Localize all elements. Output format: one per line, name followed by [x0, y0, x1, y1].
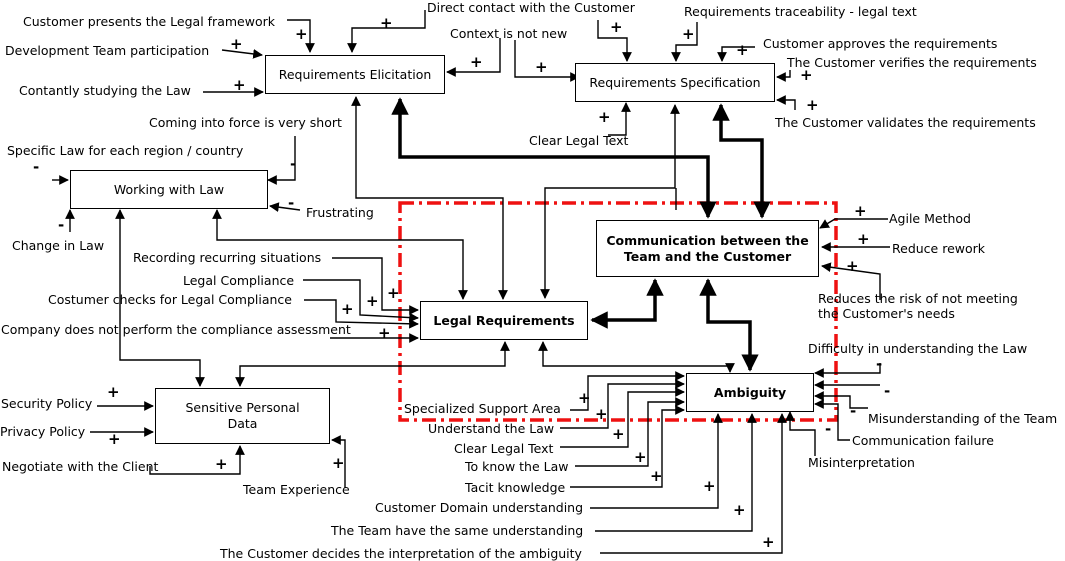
label-communication-failure: Communication failure	[852, 433, 994, 448]
sign-plus: +	[215, 455, 228, 473]
communication-box[interactable]: Communication between the Team and the C…	[596, 220, 819, 277]
label-customer-decides: The Customer decides the interpretation …	[220, 546, 582, 561]
label-development-team-participation: Development Team participation	[5, 43, 210, 58]
label-customer-domain: Customer Domain understanding	[375, 500, 584, 515]
label-customer-approves: Customer approves the requirements	[763, 36, 998, 51]
sign-plus: +	[341, 300, 354, 318]
sign-plus: +	[846, 257, 859, 275]
label-customer-presents-legal-framework: Customer presents the Legal framework	[23, 14, 275, 29]
label-clear-legal-text-amb: Clear Legal Text	[454, 441, 554, 456]
sign-plus: +	[366, 292, 379, 310]
ambiguity-box[interactable]: Ambiguity	[686, 373, 814, 412]
sign-minus: -	[33, 158, 40, 176]
sign-plus: +	[806, 96, 819, 114]
label-customer-verifies: The Customer verifies the requirements	[787, 55, 1037, 70]
label-team-same-understanding: The Team have the same understanding	[331, 523, 584, 538]
sign-plus: +	[736, 41, 749, 59]
bold-relations	[391, 97, 771, 372]
sign-minus: -	[290, 155, 297, 173]
label-reduces-risk: Reduces the risk of not meeting the Cust…	[818, 291, 1018, 321]
label-context-not-new: Context is not new	[450, 26, 568, 41]
label-clear-legal-text-spec: Clear Legal Text	[529, 133, 629, 148]
label-coming-into-force: Coming into force is very short	[149, 115, 342, 130]
label-negotiate-client: Negotiate with the Client	[2, 459, 159, 474]
sign-plus: +	[762, 533, 775, 551]
label-change-in-law: Change in Law	[12, 238, 105, 253]
sensitive-personal-data-box[interactable]: Sensitive Personal Data	[155, 388, 330, 444]
label-team-experience: Team Experience	[243, 482, 350, 497]
label-company-no-assessment: Company does not perform the compliance …	[1, 322, 351, 337]
label-specific-law-region: Specific Law for each region / country	[7, 143, 244, 158]
sign-minus: -	[884, 382, 891, 400]
working-with-law-box[interactable]: Working with Law	[70, 170, 268, 209]
sign-plus: +	[612, 425, 625, 443]
label-to-know-law: To know the Law	[465, 459, 569, 474]
sign-plus: +	[470, 53, 483, 71]
label-reduce-rework: Reduce rework	[892, 241, 986, 256]
label-frustrating: Frustrating	[306, 205, 374, 220]
sign-plus: +	[380, 14, 393, 32]
sign-plus: +	[578, 389, 591, 407]
sign-plus: +	[595, 405, 608, 423]
sign-plus: +	[857, 230, 870, 248]
sign-plus: +	[332, 454, 345, 472]
sign-plus: +	[610, 18, 623, 36]
legal-requirements-box[interactable]: Legal Requirements	[420, 301, 588, 340]
requirements-specification-box[interactable]: Requirements Specification	[575, 63, 775, 102]
label-tacit-knowledge: Tacit knowledge	[465, 480, 566, 495]
sign-plus: +	[733, 501, 746, 519]
sign-plus: +	[634, 448, 647, 466]
sign-plus: +	[233, 76, 246, 94]
label-understand-law: Understand the Law	[428, 421, 555, 436]
label-specialized-support: Specialized Support Area	[404, 401, 561, 416]
label-customer-validates: The Customer validates the requirements	[775, 115, 1036, 130]
sign-plus: +	[378, 324, 391, 342]
sign-plus: +	[682, 25, 695, 43]
label-misunderstanding-team: Misunderstanding of the Team	[868, 411, 1058, 426]
sign-minus: -	[876, 355, 883, 373]
sign-minus: -	[58, 216, 65, 234]
sign-minus: -	[288, 194, 295, 212]
label-legal-compliance: Legal Compliance	[183, 273, 295, 288]
sign-plus: +	[800, 66, 813, 84]
label-difficulty-understanding: Difficulty in understanding the Law	[808, 341, 1028, 356]
sign-minus: -	[850, 402, 857, 420]
sign-plus: +	[295, 25, 308, 43]
sign-plus: +	[535, 58, 548, 76]
label-costumer-checks: Costumer checks for Legal Compliance	[48, 292, 292, 307]
sign-plus: +	[387, 284, 400, 302]
sign-plus: +	[703, 477, 716, 495]
label-agile-method: Agile Method	[889, 211, 971, 226]
label-security-policy: Security Policy	[1, 396, 93, 411]
sign-plus: +	[598, 108, 611, 126]
label-misinterpretation: Misinterpretation	[808, 455, 915, 470]
sign-plus: +	[650, 467, 663, 485]
sign-plus: +	[107, 383, 120, 401]
sign-plus: +	[854, 202, 867, 220]
label-direct-contact-customer: Direct contact with the Customer	[427, 0, 635, 15]
sign-plus: +	[108, 430, 121, 448]
sign-minus: -	[825, 420, 832, 438]
requirements-elicitation-box[interactable]: Requirements Elicitation	[265, 55, 445, 94]
label-requirements-traceability: Requirements traceability - legal text	[684, 4, 917, 19]
label-privacy-policy: Privacy Policy	[0, 424, 86, 439]
label-recording-recurring: Recording recurring situations	[133, 250, 322, 265]
label-constantly-studying-law: Contantly studying the Law	[19, 83, 191, 98]
sign-plus: +	[230, 35, 243, 53]
